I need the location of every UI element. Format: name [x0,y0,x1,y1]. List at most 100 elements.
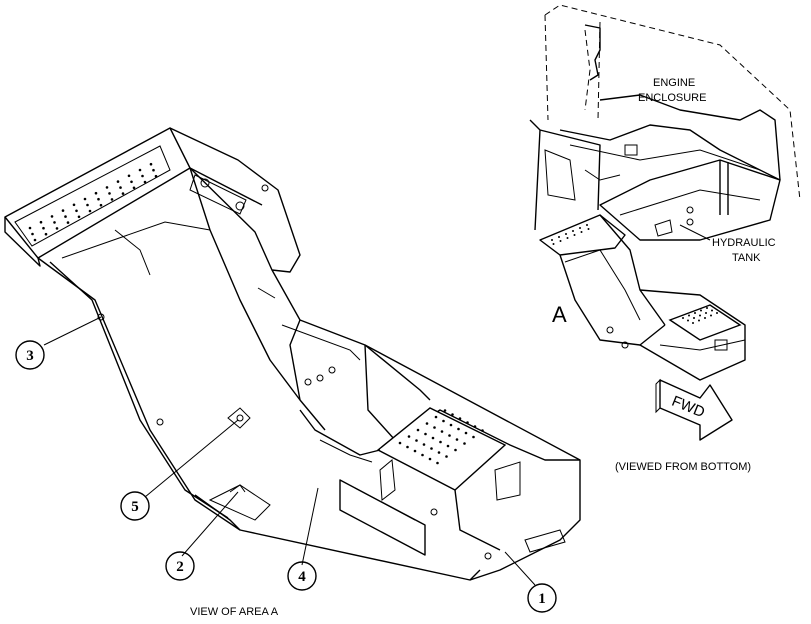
callout-2: 2 [165,551,195,581]
perforation-holes-lower [398,409,484,465]
perforation-hole [436,461,439,465]
perforation-hole [458,417,462,420]
perforation-hole [425,422,429,425]
perforation-hole [433,426,436,429]
perforation-hole [64,215,67,218]
perforation-hole [464,431,468,435]
perforation-hole [413,449,417,453]
perforation-hole [42,226,45,230]
perforation-hole [682,317,684,319]
perforation-hole [443,409,447,412]
perforation-hole [416,428,420,432]
perforation-hole [143,180,147,184]
perforation-hole [439,440,442,444]
perforation-hole [693,317,695,319]
perforation-hole [451,413,454,416]
inset-perforation-holes-lower [682,307,718,324]
perforation-hole [127,174,131,178]
perforation-hole [445,455,448,458]
callout-4-number: 4 [298,569,306,585]
perforation-hole [454,448,457,452]
perforation-hole [75,209,78,213]
engine-enclosure-label-line1: ENGINE [653,77,695,89]
perforation-hole [39,220,43,224]
perforation-hole [558,236,560,238]
perforation-hole [77,215,81,219]
perforation-hole [704,317,706,319]
perforation-hole [53,221,56,224]
callout-3: 3 [15,340,45,370]
callout-5-number: 5 [131,499,139,515]
callout-1-number: 1 [538,591,546,607]
perforation-hole [434,415,438,419]
perforation-hole [437,451,441,454]
perforation-hole [559,240,562,242]
perforation-hole [446,444,450,448]
viewed-from-label: (VIEWED FROM BOTTOM) [615,461,751,473]
perforation-hole [466,421,469,424]
perforation-hole [152,168,155,172]
perforation-holes [28,162,158,242]
perforation-hole [573,234,576,236]
perforation-hole [415,439,418,442]
perforation-hole [431,436,435,440]
perforation-hole [421,453,424,457]
perforation-hole [481,429,484,432]
perforation-hole [28,226,32,230]
perforation-hole [33,238,37,242]
perforation-hole [449,423,453,427]
perforation-hole [154,174,158,178]
perforation-hole [440,430,444,433]
perforation-hole [83,197,87,201]
perforation-hole [430,447,433,450]
perforation-hole [552,243,555,245]
inset-machine-view [529,4,801,381]
perforation-hole [119,186,122,189]
perforation-hole [688,314,690,317]
perforation-hole [88,209,92,213]
perforation-hole [698,319,700,322]
perforation-hole [61,209,65,212]
callout-1: 1 [527,583,557,613]
perforation-hole [72,203,76,207]
perforation-hole [455,438,459,441]
perforation-hole [448,434,451,437]
perforation-hole [716,312,718,314]
perforation-hole [579,227,581,229]
perforation-hole [422,443,426,446]
perforation-hole [710,314,712,317]
perforation-hole [132,186,136,190]
perforation-hole [121,192,125,195]
perforation-hole [66,221,70,224]
perforation-hole [457,427,460,431]
perforation-hole [687,319,689,322]
view-caption: VIEW OF AREA A [190,606,279,618]
perforation-hole [551,239,553,241]
perforation-hole [711,309,713,312]
perforation-hole [442,419,445,423]
callout-5: 5 [120,491,150,521]
leader-lines [43,316,536,586]
perforation-hole [141,174,144,178]
perforation-hole [463,442,466,445]
perforation-hole [694,312,696,314]
perforation-hole [108,192,111,195]
perforation-hole [94,191,98,195]
perforation-hole [424,432,427,436]
perforation-hole [580,231,583,233]
callout-2-number: 2 [176,559,184,575]
perforation-hole [138,168,142,172]
main-view-belly-pan [4,127,581,581]
engine-enclosure-label-line2: ENCLOSURE [638,92,706,104]
perforation-hole [99,203,103,207]
perforation-hole [149,162,153,166]
area-a-letter: A [552,302,567,327]
perforation-hole [50,215,54,218]
callout-3-number: 3 [26,348,34,364]
perforation-hole [572,230,574,232]
perforation-hole [110,198,114,201]
perforation-hole [586,224,588,226]
perforation-hole [587,228,590,230]
perforation-hole [55,227,59,230]
